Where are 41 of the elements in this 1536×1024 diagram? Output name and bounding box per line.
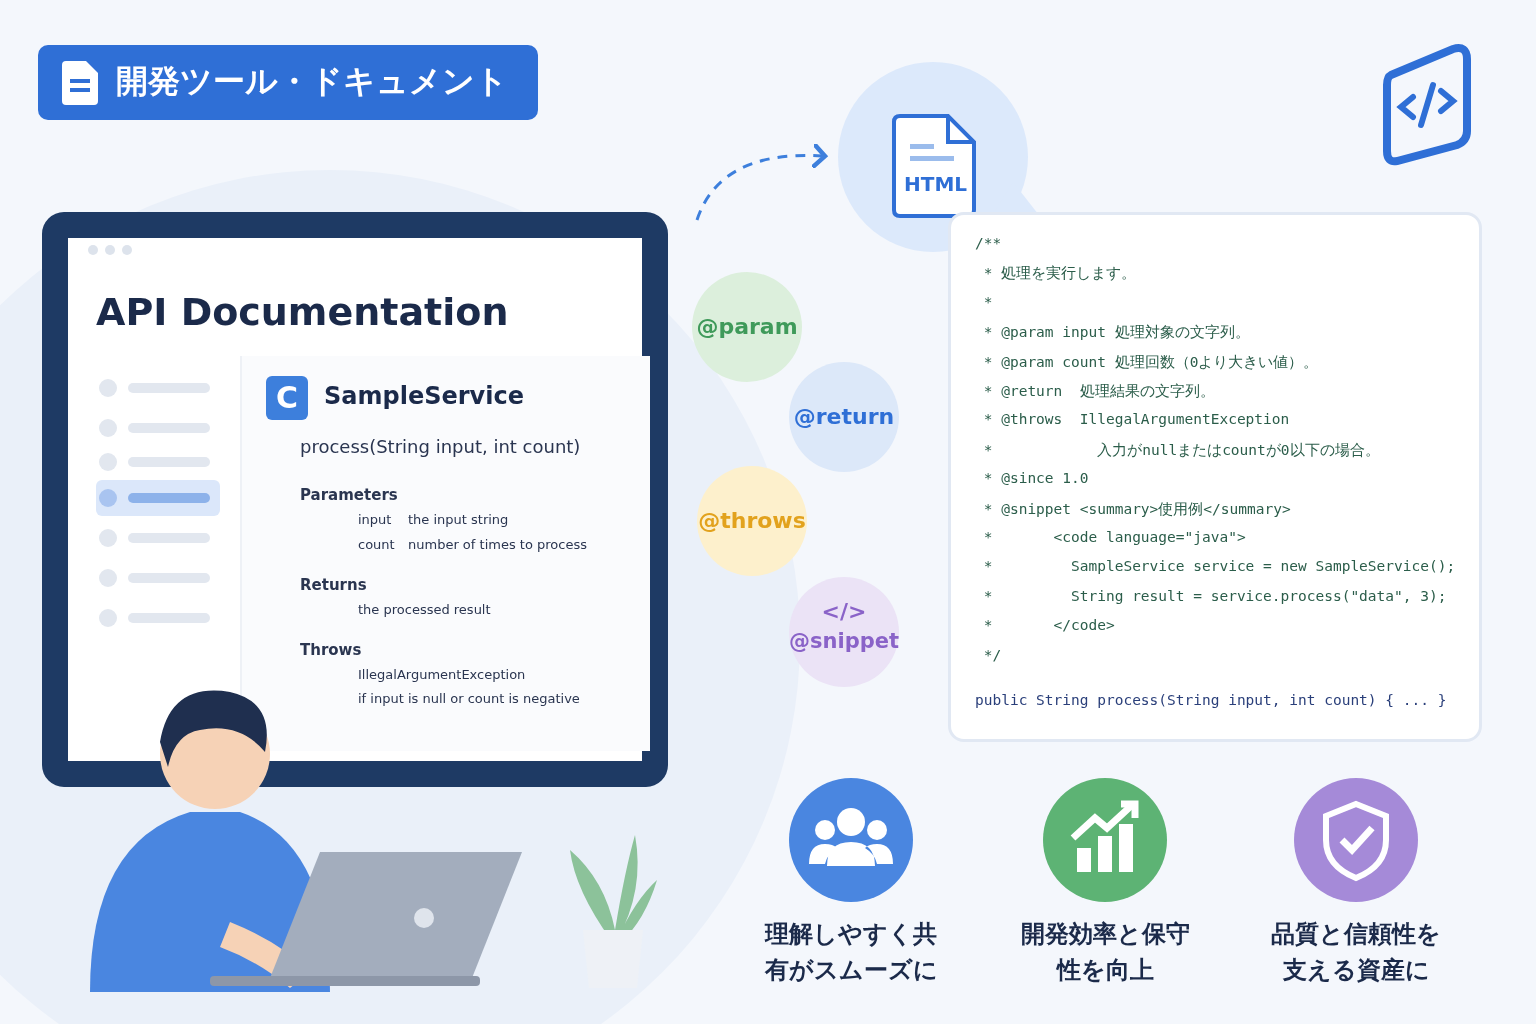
return-description: the processed result [358,602,491,617]
code-line: * 処理を実行します。 [982,264,1137,284]
feature-caption: 品質と信頼性を支える資産に [1270,919,1442,986]
code-line: * @since 1.0 [982,470,1089,487]
class-badge: C [266,376,308,420]
code-symbol: </> [820,599,868,624]
code-line: * <code language="java"> [982,529,1246,545]
code-line: * [982,293,993,310]
section-heading: Parameters [300,486,398,504]
class-doc-panel [240,356,650,751]
tag-label: @snippet [789,629,899,653]
code-line: * SampleService service = new SampleService(); [982,558,1456,575]
title-text: 開発ツール・ドキュメント [116,61,508,102]
parameter-name: count [358,537,395,552]
method-signature: process(String input, int count) [300,436,581,457]
parameter-description: number of times to process [408,537,587,552]
code-line: * String result = service.process("data", 3); [982,587,1447,604]
tag-badge: @return [789,362,899,472]
monitor-screen [42,212,668,787]
code-line: * @return 処理結果の文字列。 [982,382,1215,401]
exception-name: IllegalArgumentException [358,667,526,682]
code-line: * @param count 処理回数（0より大きい値）。 [982,352,1319,372]
code-line: * </code> [982,617,1115,634]
section-heading: Throws [300,641,362,659]
tag-badge: @param [692,272,802,382]
code-line: * @snippet <summary>使用例</summary> [982,499,1291,519]
section-heading: Returns [300,576,367,594]
feature-caption: 開発効率と保守性を向上 [1019,919,1191,986]
code-line: * 入力がnullまたはcountが0以下の場合。 [982,440,1380,460]
code-line: */ [982,646,1002,663]
code-line: * @param input 処理対象の文字列。 [982,323,1250,343]
code-panel [948,212,1482,742]
page-heading: API Documentation [96,290,509,334]
parameter-name: input [358,512,392,527]
dashed-arrow [695,141,828,221]
exception-description: if input is null or count is negative [358,691,580,706]
code-line: public String process(String input, int count) { ... } [975,692,1447,708]
feature-caption: 理解しやすく共有がスムーズに [763,919,939,986]
parameter-description: the input string [408,512,509,527]
code-line: * @throws IllegalArgumentException [982,411,1290,428]
class-name: SampleService [324,382,524,410]
